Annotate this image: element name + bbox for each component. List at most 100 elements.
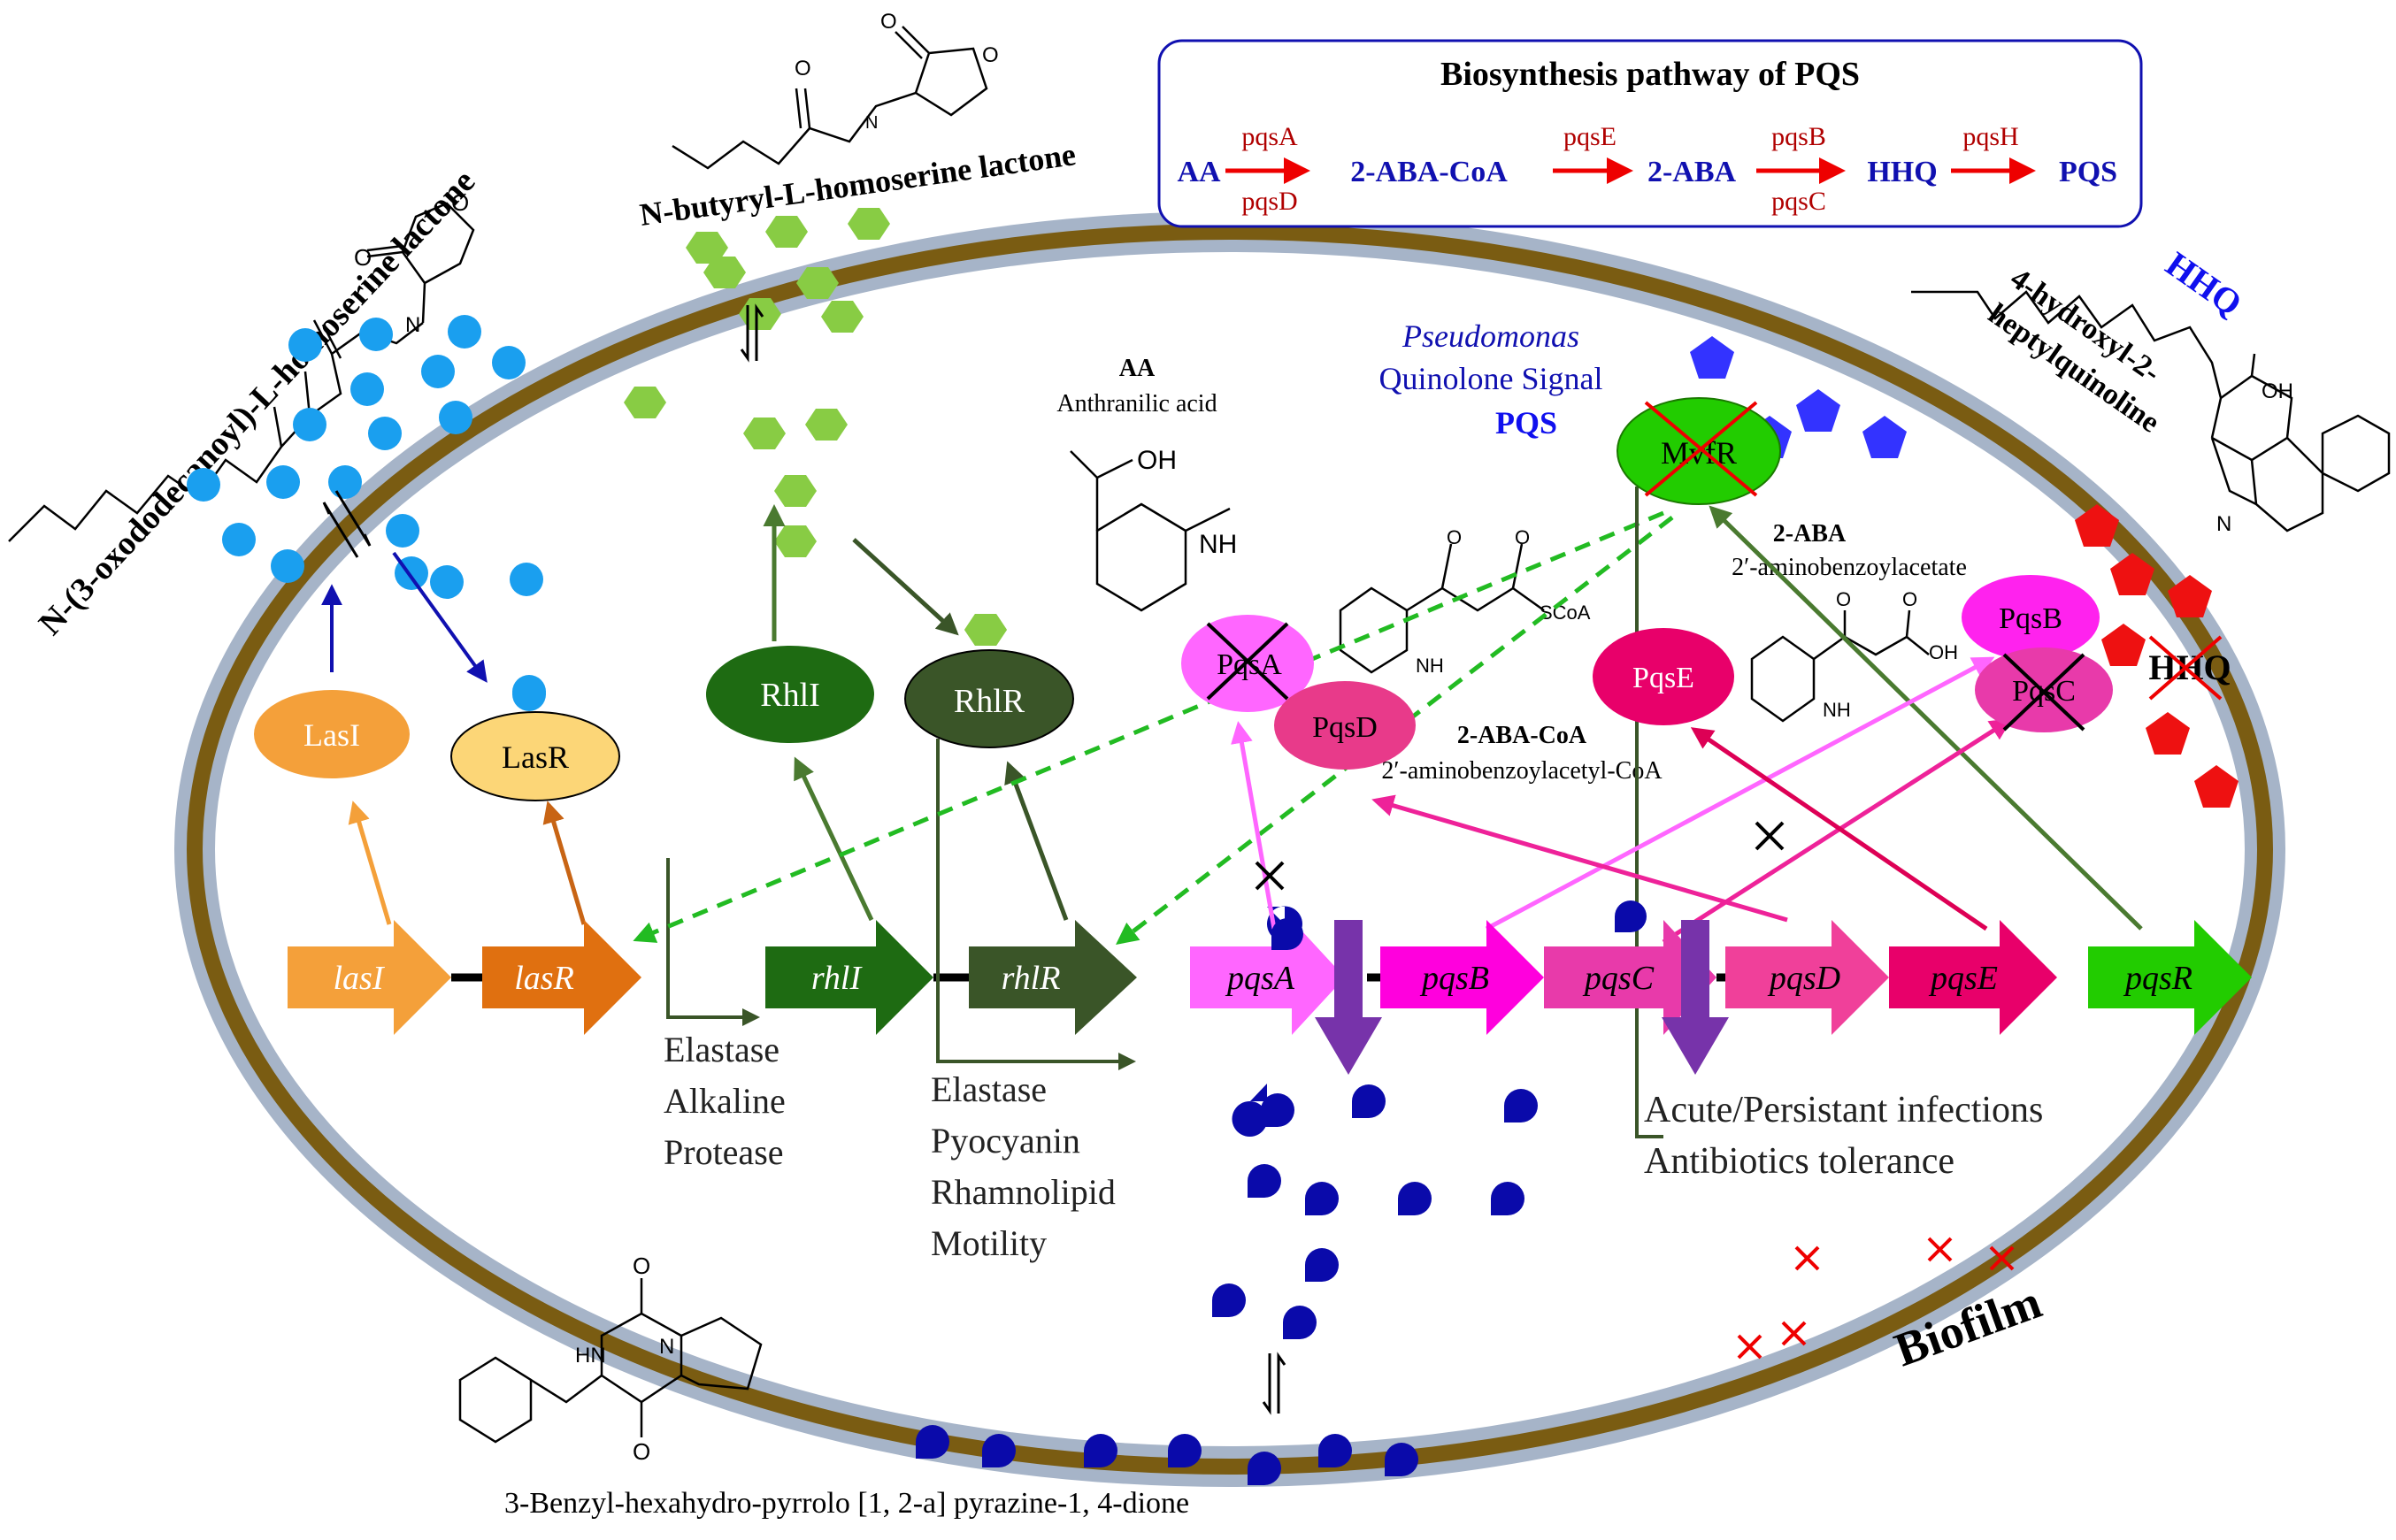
pathway-box: Biosynthesis pathway of PQS AA pqsA pqsD… [1157,39,2143,228]
rhl-output-2: Rhamnolipid [931,1172,1116,1212]
abacoa-name: 2′-aminobenzoylacetyl-CoA [1381,757,1663,785]
pathway-node-pqs: PQS [2059,156,2117,188]
dkp-drop [1491,1182,1524,1215]
pathway-enzyme-pqsE: pqsE [1563,122,1617,151]
aba-atom-o2: O [1902,588,1917,610]
dkp-drops [916,1084,1538,1485]
abacoa-abbr: 2-ABA-CoA [1457,722,1587,749]
rhlR-bound-signal [964,614,1007,646]
c4-atom-nh: N [865,113,878,133]
rhlR-gene-label: rhlR [1002,960,1061,997]
inhibit-cross-mvfR [1644,401,1758,497]
rhlR-protein-label: RhlR [954,683,1025,720]
las-output-2: Protease [664,1132,784,1172]
pqsB-protein [1962,575,2100,660]
inhibit-cross-pqsC [2002,653,2085,732]
lasI-protein [254,690,410,778]
pathway-node-aba: 2-ABA [1647,156,1737,188]
pqsE-gene-label: pqsE [1928,960,1998,997]
pathway-enzyme-pqsD: pqsD [1241,187,1297,216]
hhq-atom-oh: OH [2262,379,2293,403]
inhibit-cross-hhq [2148,635,2223,701]
c4-atom-o2: O [880,10,897,34]
pqsR-gene-label: pqsR [2123,960,2192,997]
pqsA-gene [1190,920,1345,1035]
lasI-gene-label: lasI [334,960,386,997]
abacoa-atom-o1: O [1447,526,1462,548]
pqs-output-0: Acute/Persistant infections [1644,1090,2043,1130]
dkp-label: 3-Benzyl-hexahydro-pyrrolo [1, 2-a] pyra… [504,1487,1189,1520]
aa-atom-oh: OH [1137,446,1177,475]
dkp-drop [1261,1093,1294,1127]
dkp-drop [1398,1182,1432,1215]
dkp-atom-o1: O [633,1253,650,1279]
pathway-enzyme-pqsH: pqsH [1962,122,2018,151]
inhibit-cross-pqsC-arrow [1755,821,1785,851]
pqsC-gene-label: pqsC [1582,960,1655,997]
lasR-protein [450,711,620,801]
rhl-output-3: Motility [931,1223,1047,1263]
rhlI-protein [706,646,874,743]
dkp-drop [1248,1164,1281,1198]
pqs-system: PqsA PqsD PqsE PqsB PqsC MvfR HHQ [633,397,2252,1138]
anthranilic-acid-structure: OH NH [1070,446,1237,612]
rhlI-protein-label: RhlI [760,677,820,714]
rhl-output-1: Pyocyanin [931,1121,1080,1161]
aba-coa-structure: O O SCoA NH [1339,526,1591,677]
pathway-enzyme-pqsC: pqsC [1771,187,1826,216]
pathway-enzyme-pqsB: pqsB [1771,122,1826,151]
aba-atom-o1: O [1836,588,1851,610]
rhlI-gene [765,920,933,1035]
rhl-output-0: Elastase [931,1069,1047,1109]
hhq-signals [2075,504,2239,808]
dkp-drop [1318,1434,1352,1467]
oxo-atom-n: N [405,313,420,337]
dkp-structure: O N HN O [458,1253,763,1465]
dkp-drop [982,1434,1016,1467]
pqsE-protein-label: PqsE [1632,662,1694,694]
pqsD-gene [1725,920,1889,1035]
las-output-1: Alkaline [664,1081,786,1121]
pathway-node-hhq: HHQ [1867,156,1937,188]
hhq-abbr-outside: HHQ [2159,244,2249,324]
promoter-arrow-1 [1315,920,1382,1075]
hhq-structure: OH N [1911,290,2391,536]
pathway-node-aa: AA [1177,156,1221,188]
rhl-system: RhlI RhlR rhlI rhlR [666,504,1137,1070]
cell-membrane [174,211,2285,1487]
dkp-drop [1212,1283,1246,1317]
aa-abbr: AA [1119,355,1156,382]
pqsD-protein-label: PqsD [1312,711,1378,744]
abacoa-atom-scoa: SCoA [1540,601,1591,624]
dkp-atom-n: N [659,1335,674,1359]
pqsD-protein [1274,681,1416,770]
las-output-0: Elastase [664,1030,779,1069]
aa-name: Anthranilic acid [1056,390,1217,418]
rhlI-gene-label: rhlI [811,960,864,997]
aa-atom-nh2: NH [1199,530,1237,559]
dkp-drop [1084,1434,1117,1467]
pqs-outputs: Acute/Persistant infections Antibiotics … [1644,1090,2043,1182]
pqsB-protein-label: PqsB [1999,602,2062,635]
pathway-enzyme-pqsA: pqsA [1241,122,1298,151]
c4-atom-o1: O [795,57,811,80]
inhibit-cross-pqsA [1206,622,1289,701]
dkp-drop [1248,1452,1281,1485]
dkp-atom-o2: O [633,1438,650,1465]
aba-abbr: 2-ABA [1773,520,1847,548]
pqs-label-line2: Quinolone Signal [1379,361,1603,396]
pqsD-gene-label: pqsD [1767,960,1840,997]
hhq-inside-label: HHQ [2148,647,2231,687]
promoter-arrow-2 [1662,920,1729,1075]
c4-hsl-signals [624,208,1007,646]
aba-atom-nh2: NH [1823,699,1851,721]
pqsB-gene [1380,920,1544,1035]
pqs-output-1: Antibiotics tolerance [1644,1141,1954,1182]
exchange-arrows [322,303,1286,1415]
pqsA-gene-label: pqsA [1225,960,1295,997]
aba-atom-oh: OH [1929,641,1958,663]
lasR-protein-label: LasR [502,739,569,775]
pathway-title: Biosynthesis pathway of PQS [1440,56,1860,93]
pqsR-gene [2088,920,2252,1035]
